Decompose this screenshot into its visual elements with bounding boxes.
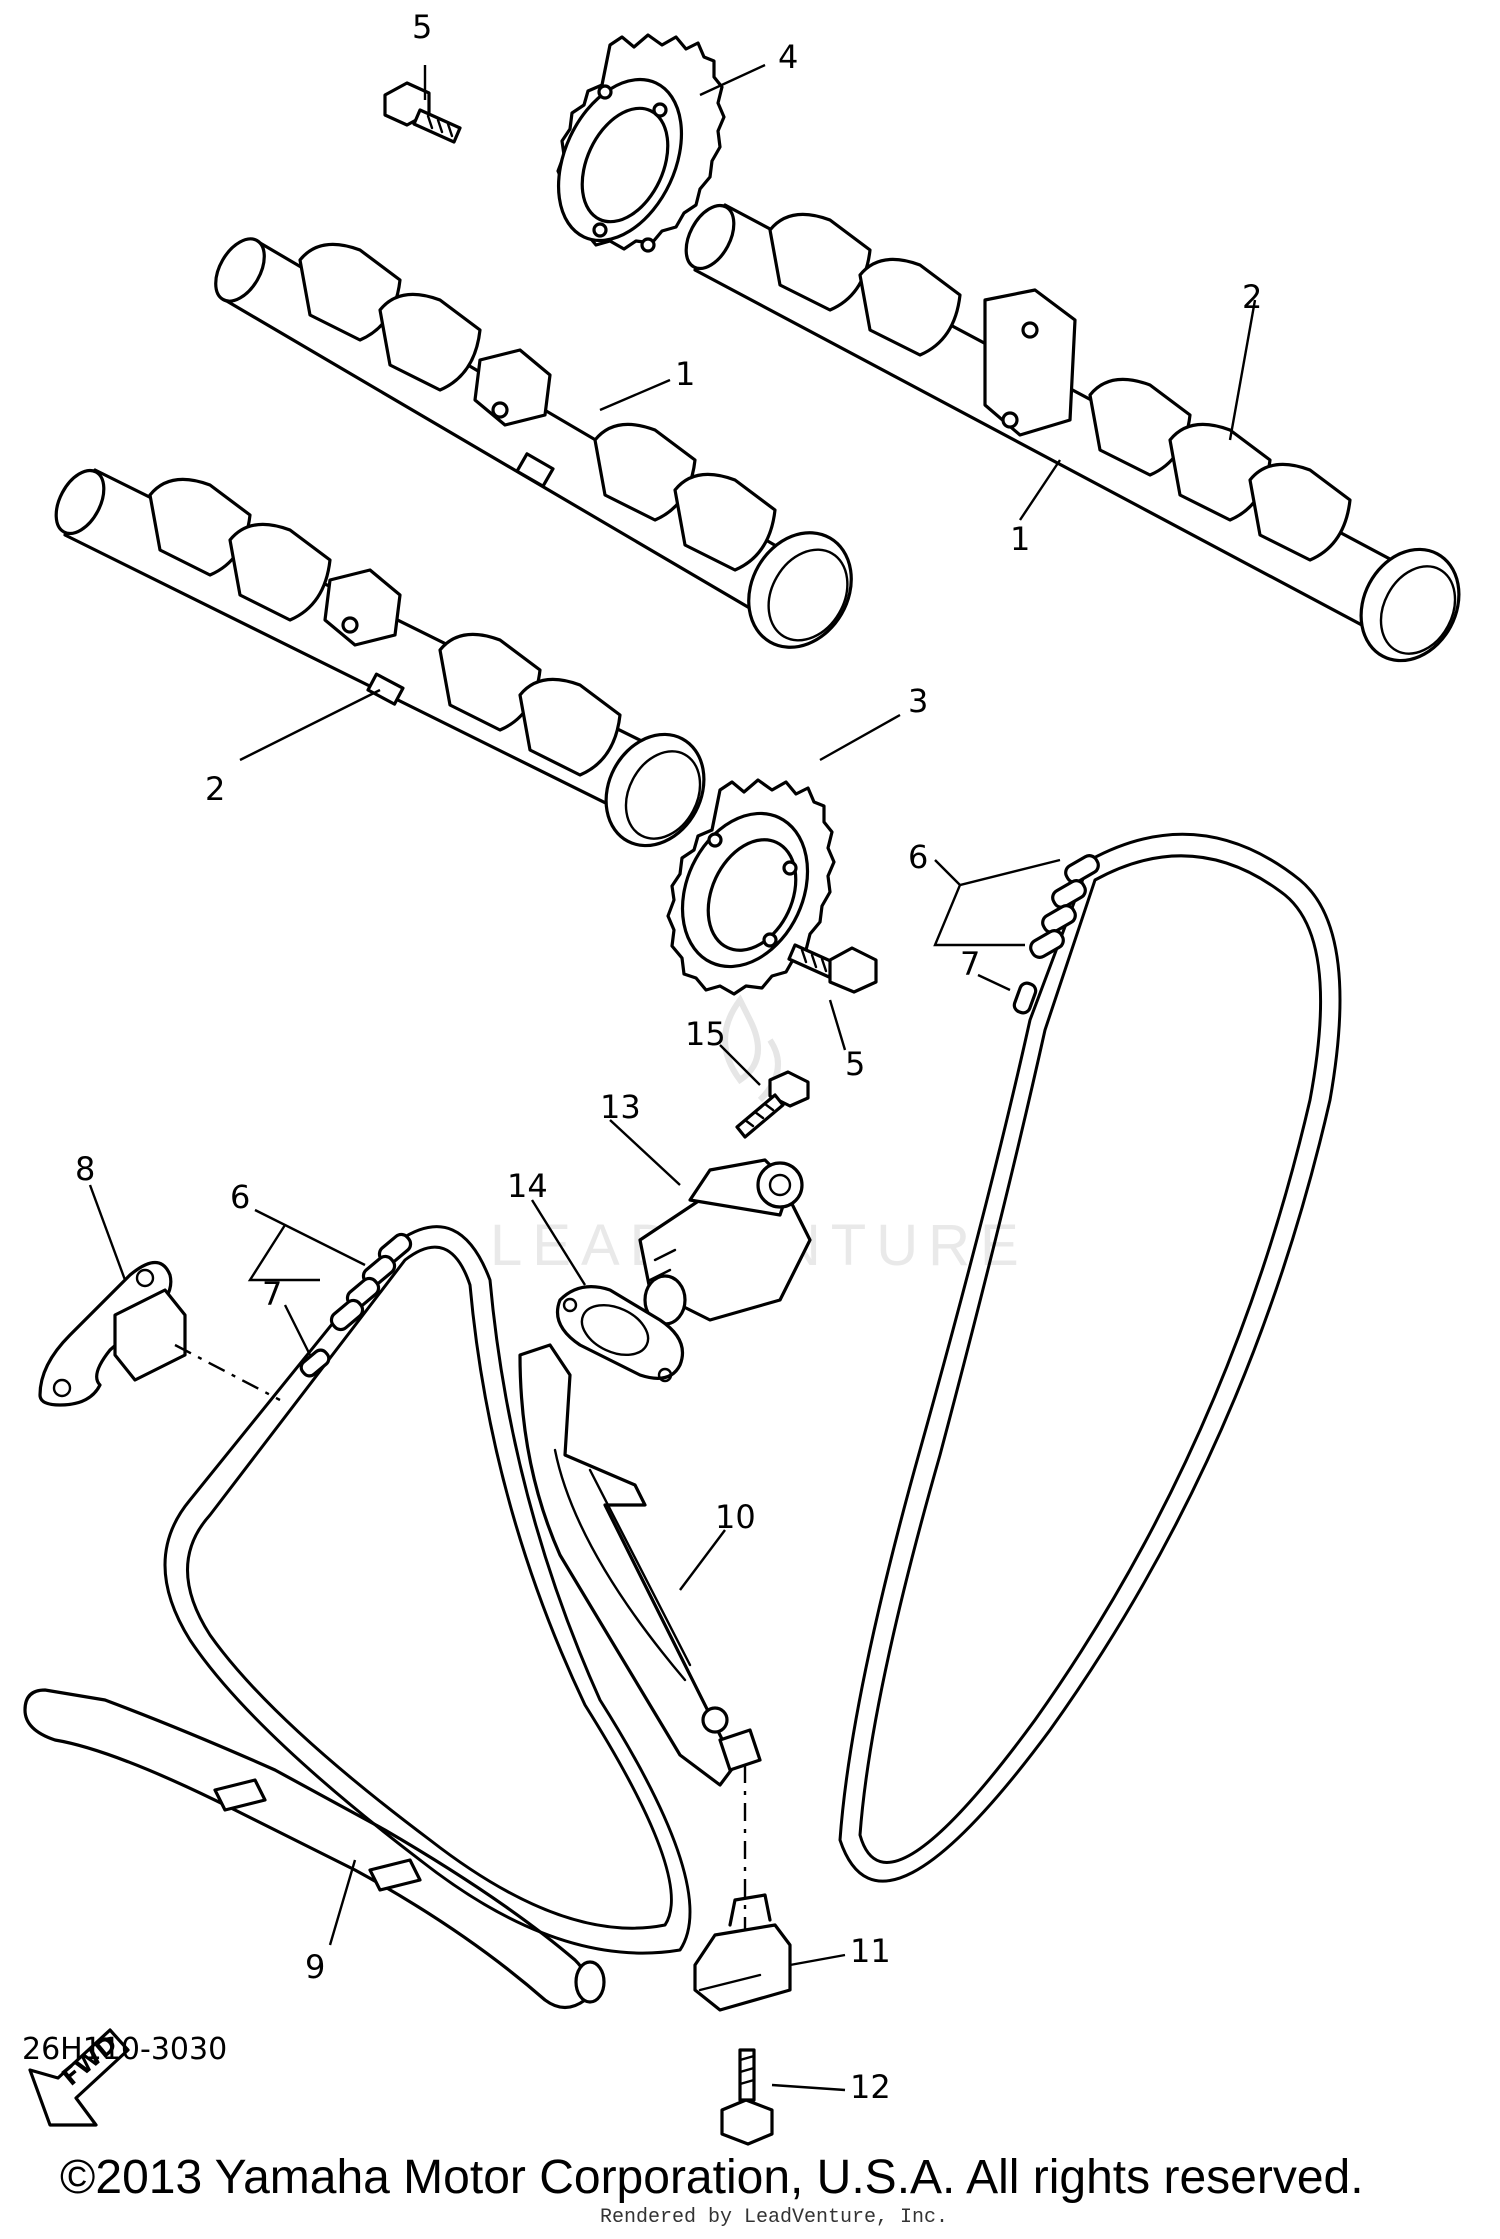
guide-bracket xyxy=(693,1893,792,2012)
callout-4: 4 xyxy=(778,38,798,76)
chain-guide-front xyxy=(518,1343,762,1787)
chain-links-left xyxy=(329,1232,413,1332)
copyright-text: ©2013 Yamaha Motor Corporation, U.S.A. A… xyxy=(60,2151,1364,2204)
callout-12: 12 xyxy=(850,2068,891,2106)
camshaft-2-right xyxy=(684,203,1461,663)
callout-1-right: 1 xyxy=(1010,520,1030,558)
bracket-bolt xyxy=(720,2048,774,2146)
leader-lines xyxy=(88,63,1257,2092)
callout-6-right: 6 xyxy=(908,838,928,876)
chain-tensioner xyxy=(638,1158,812,1326)
callout-9: 9 xyxy=(305,1948,325,1986)
callout-14: 14 xyxy=(507,1167,548,1205)
chain-guide-lower xyxy=(23,1688,606,2010)
bolt-lower xyxy=(787,943,878,994)
tensioner-bolt xyxy=(735,1070,810,1139)
callout-7-left: 7 xyxy=(262,1275,282,1313)
bolt-upper xyxy=(383,81,462,144)
callout-2-lower: 2 xyxy=(205,770,225,808)
diagram-code: 26H110-3030 xyxy=(22,2032,228,2067)
callout-numbers: 5 4 1 1 2 2 3 6 7 5 15 13 14 8 6 7 10 9 … xyxy=(75,8,1262,2106)
callout-7-right: 7 xyxy=(960,945,980,983)
camshaft-2-lower xyxy=(54,468,706,848)
callout-13: 13 xyxy=(600,1088,641,1126)
callout-11: 11 xyxy=(850,1932,891,1970)
chain-links-right xyxy=(1029,854,1100,959)
callout-2-right: 2 xyxy=(1242,278,1262,316)
callout-8: 8 xyxy=(75,1150,95,1188)
callout-6-left: 6 xyxy=(230,1178,250,1216)
chain-guide-stopper xyxy=(38,1260,187,1407)
callout-1-left: 1 xyxy=(675,355,695,393)
callout-15: 15 xyxy=(685,1015,726,1053)
callout-3: 3 xyxy=(908,682,928,720)
reference-line-stopper xyxy=(174,1343,281,1402)
cam-sprocket-upper xyxy=(556,33,726,253)
cam-chain-left xyxy=(163,1225,692,1955)
rendered-by-text: Rendered by LeadVenture, Inc. xyxy=(600,2206,949,2229)
camshaft-1-left xyxy=(214,237,853,649)
cam-chain-right xyxy=(838,832,1342,1883)
callout-5-lower: 5 xyxy=(845,1045,865,1083)
callout-10: 10 xyxy=(715,1498,756,1536)
cam-sprocket-lower xyxy=(666,778,836,996)
callout-5-upper: 5 xyxy=(412,8,432,46)
tensioner-gasket xyxy=(555,1285,685,1383)
